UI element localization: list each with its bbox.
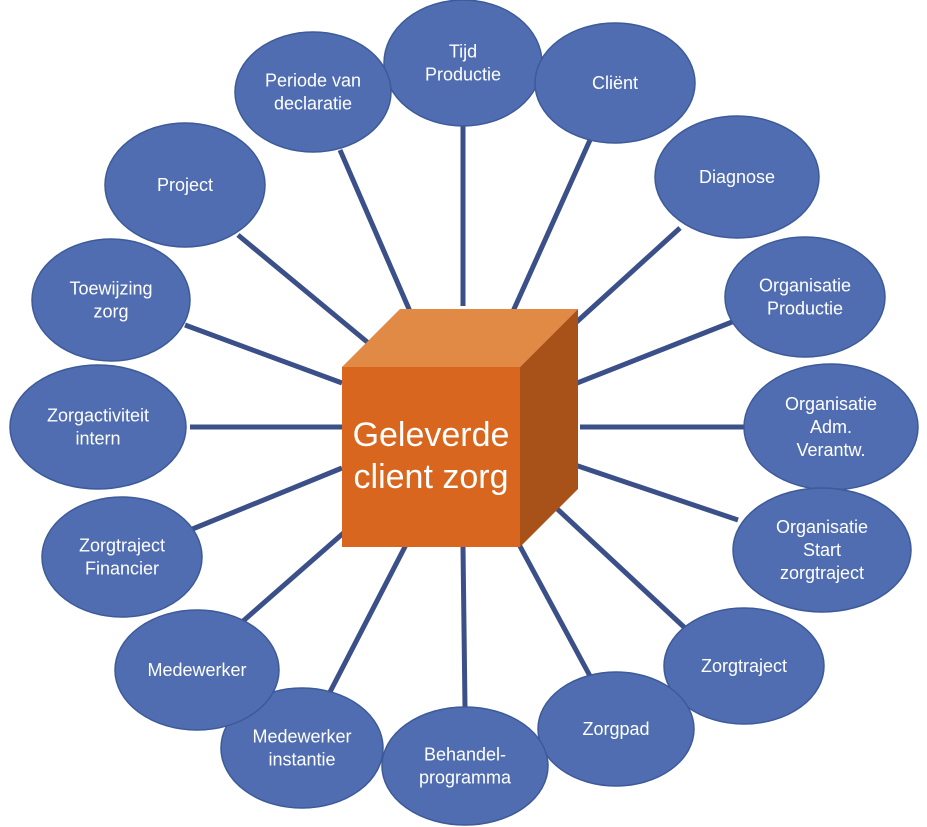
cube-top-face [342, 309, 578, 367]
node-periode-van-declaratie: Periode van declaratie [234, 31, 392, 153]
cube-front-face [342, 367, 520, 547]
node-client: Cliënt [534, 22, 696, 144]
node-label: Zorgpad [582, 719, 649, 739]
node-label-line: Zorgtraject [79, 536, 165, 556]
connector-zorgtraject [551, 503, 687, 630]
node-label-line: Organisatie [759, 276, 851, 296]
node-zorgpad: Zorgpad [537, 671, 695, 787]
node-label-line: Cliënt [592, 73, 638, 93]
node-label: Medewerker [147, 660, 246, 680]
node-project: Project [104, 122, 266, 248]
node-label: Zorgtraject [701, 656, 787, 676]
node-label-line: intern [75, 429, 120, 449]
node-label-line: Medewerker [252, 727, 351, 747]
node-label: Zorgactiviteit intern [47, 406, 149, 449]
node-shape [31, 238, 191, 362]
node-shape [104, 122, 266, 248]
node-shape [663, 607, 825, 725]
center-label-line: Geleverde [353, 416, 510, 454]
connectors [184, 120, 744, 709]
node-shape [220, 687, 384, 809]
connector-zorgtraject-financier [189, 465, 343, 533]
node-label-line: zorgtraject [780, 563, 864, 583]
connector-zorgpad [512, 535, 593, 678]
node-medewerker-instantie: Medewerker instantie [220, 687, 384, 809]
node-label-line: Organisatie [776, 517, 868, 537]
connector-behandelprogramma [460, 546, 468, 709]
node-label: Medewerker instantie [252, 727, 351, 770]
connector-toewijzing-zorg [184, 322, 343, 386]
node-label-line: Periode van [265, 71, 361, 91]
connector-project [236, 233, 374, 348]
node-label-line: instantie [268, 750, 335, 770]
node-medewerker: Medewerker [114, 609, 280, 731]
node-label-line: Zorgpad [582, 719, 649, 739]
connector-medewerker-instantie [327, 535, 413, 694]
node-shape [732, 487, 912, 613]
node-shape [724, 236, 886, 358]
node-shape [537, 671, 695, 787]
node-label-line: programma [419, 768, 512, 788]
node-label: Cliënt [592, 73, 638, 93]
node-label: Diagnose [699, 167, 775, 187]
node-label-line: Productie [767, 299, 843, 319]
node-label-line: Start [803, 540, 841, 560]
connector-organisatie-start-zorgtraject [574, 462, 739, 523]
connector-organisatie-productie [571, 319, 733, 388]
node-shape [381, 706, 549, 826]
cube-side-face [520, 309, 578, 547]
center-label: Geleverde client zorg [353, 416, 510, 496]
node-label-line: Tijd [449, 42, 477, 62]
center-label-line: client zorg [354, 458, 509, 496]
node-shape [9, 364, 187, 490]
node-label-line: declaratie [274, 94, 352, 114]
node-shape [383, 0, 543, 127]
node-label-line: Financier [85, 559, 159, 579]
node-diagnose: Diagnose [654, 115, 820, 239]
node-shape [114, 609, 280, 731]
node-label-line: Zorgactiviteit [47, 406, 149, 426]
node-label-line: Toewijzing [69, 279, 152, 299]
node-label-line: Verantw. [796, 440, 865, 460]
node-label: Behandel-programma [419, 745, 512, 788]
node-behandelprogramma: Behandel-programma [381, 706, 549, 826]
node-label-line: zorg [93, 302, 128, 322]
center-cube: Geleverde client zorg [342, 309, 578, 547]
node-shape [654, 115, 820, 239]
node-label-line: Organisatie [785, 394, 877, 414]
node-label-line: Zorgtraject [701, 656, 787, 676]
node-label-line: Adm. [810, 417, 852, 437]
node-label: Toewijzing zorg [69, 279, 152, 322]
node-label-line: Medewerker [147, 660, 246, 680]
node-label: Periode van declaratie [265, 71, 361, 114]
connector-client [507, 138, 593, 320]
node-zorgtraject: Zorgtraject [663, 607, 825, 725]
node-shape [234, 31, 392, 153]
node-shape [534, 22, 696, 144]
node-shape [41, 496, 203, 618]
node-label-line: Diagnose [699, 167, 775, 187]
node-label-line: Project [157, 175, 213, 195]
node-label-line: Productie [425, 65, 501, 85]
connector-periode-van-declaratie [337, 149, 415, 317]
node-label-line: Behandel- [424, 745, 506, 765]
node-toewijzing-zorg: Toewijzing zorg [31, 238, 191, 362]
node-zorgactiviteit-intern: Zorgactiviteit intern [9, 364, 187, 490]
node-label: Project [157, 175, 213, 195]
